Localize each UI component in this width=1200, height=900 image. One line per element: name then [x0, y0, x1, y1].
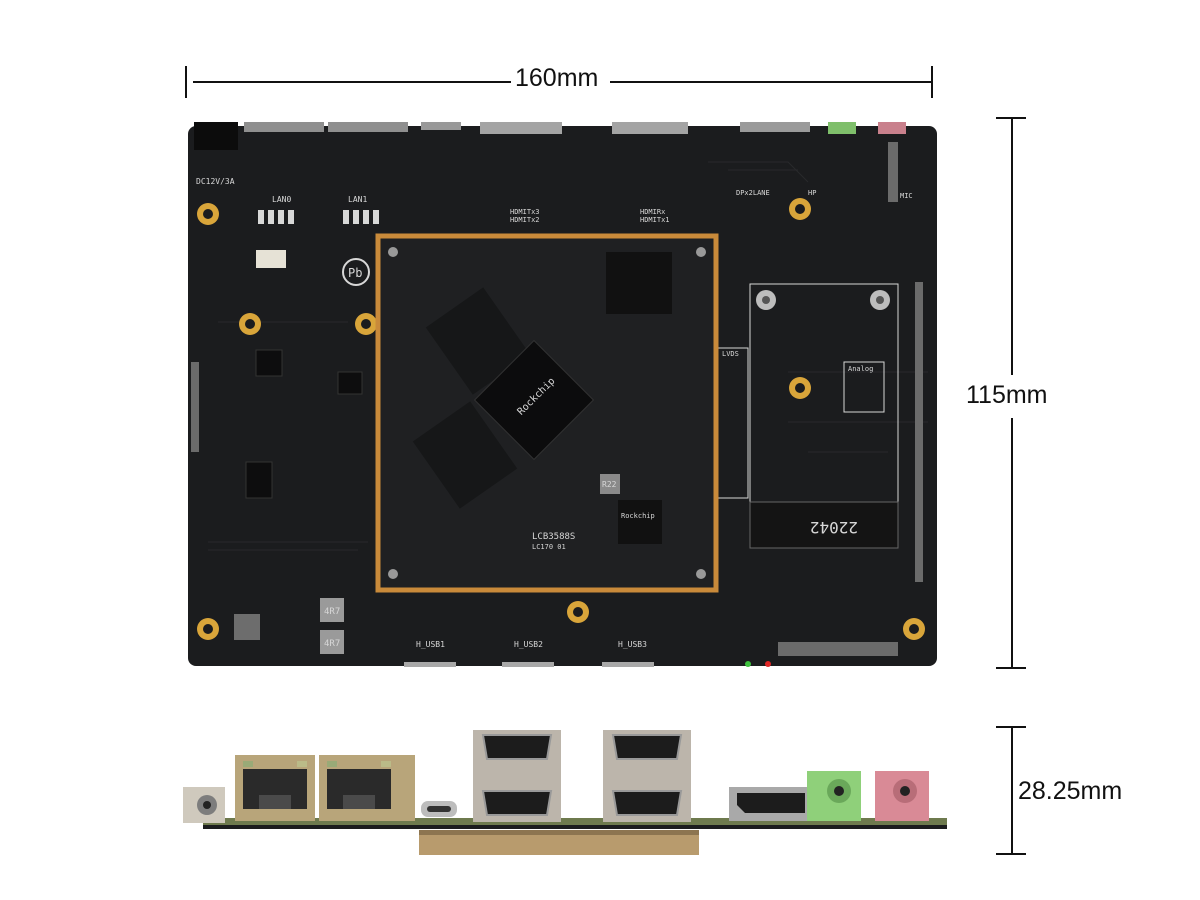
- usb-ports-bottom: [404, 662, 654, 667]
- silk-lan0: LAN0: [272, 195, 291, 204]
- width-label: 160mm: [511, 63, 603, 93]
- height-line-top: [1011, 118, 1013, 375]
- width-line-right: [610, 81, 932, 83]
- module-rev-text: LC170 01: [532, 543, 566, 551]
- power-ics: [245, 349, 363, 499]
- thickness-tick-bottom: [996, 853, 1026, 855]
- m2-slot: [749, 283, 899, 549]
- pb-free-mark: [342, 258, 370, 286]
- silk-hp: HP: [808, 189, 816, 197]
- silk-power-in: DC12V/3A: [196, 177, 235, 186]
- pcb-edge-dark: [203, 825, 947, 829]
- width-tick-right: [931, 66, 933, 98]
- dc-jack-top: [194, 122, 238, 150]
- silk-usb3: H_USB3: [618, 640, 647, 649]
- silk-usb1: H_USB1: [416, 640, 445, 649]
- lan1-port: [319, 755, 415, 821]
- usbc-port-top: [421, 122, 461, 130]
- thickness-line: [1011, 727, 1013, 854]
- trace-pattern: [208, 161, 928, 551]
- lan0-port: [235, 755, 315, 821]
- hdmi-stack-2-top: [612, 122, 688, 134]
- dp-port-top: [740, 122, 810, 132]
- board-top-view: 4R7 4R7 Pb DC12V/3A LAN0 LAN1 HDMITx3 HD…: [188, 122, 937, 667]
- led-green: [745, 661, 751, 667]
- inductor-label-2: 4R7: [324, 639, 340, 649]
- displayport-port: [729, 787, 813, 821]
- analog-title: Analog: [848, 365, 873, 373]
- width-line-left: [193, 81, 513, 83]
- width-tick-left: [185, 66, 187, 98]
- led-red: [765, 661, 771, 667]
- resistor-array: [258, 210, 379, 224]
- core-module: Rockchip Rockchip R22: [375, 233, 719, 593]
- silk-nvme-size: 22042: [810, 518, 858, 537]
- board-side-view: [183, 730, 947, 855]
- hp-jack-top: [828, 122, 856, 134]
- pcb-edge: [203, 818, 947, 828]
- pmic-brand-text: Rockchip: [621, 512, 655, 520]
- thickness-label: 28.25mm: [1014, 776, 1127, 806]
- height-line-bottom: [1011, 418, 1013, 668]
- hdmi-stack-1: [473, 730, 561, 822]
- r22-label: R22: [602, 480, 617, 489]
- module-name-text: LCB3588S: [532, 532, 575, 542]
- mic-jack: [875, 771, 929, 821]
- hp-jack: [807, 771, 861, 821]
- height-label: 115mm: [962, 380, 1052, 410]
- silk-mic: MIC: [900, 192, 913, 200]
- mounting-holes: [197, 198, 925, 640]
- silk-hdmi-tx3: HDMITx3: [510, 208, 540, 216]
- silk-hdmi-tx1: HDMITx1: [640, 216, 670, 224]
- height-tick-bottom: [996, 667, 1026, 669]
- lan0-port-top: [244, 122, 324, 132]
- inductors: [234, 598, 344, 654]
- pb-free-text: Pb: [348, 266, 362, 280]
- analog-table: [843, 361, 885, 413]
- silk-hdmi-tx2: HDMITx2: [510, 216, 540, 224]
- hdmi-stack-1-top: [480, 122, 562, 134]
- silk-lan1: LAN1: [348, 195, 367, 204]
- silk-hdmi-rx: HDMIRx: [640, 208, 665, 216]
- mic-jack-top: [878, 122, 906, 134]
- silk-usb2: H_USB2: [514, 640, 543, 649]
- inductor-label-1: 4R7: [324, 607, 340, 617]
- fan-connector: [256, 250, 286, 268]
- silk-dp-lane: DPx2LANE: [736, 189, 770, 197]
- lan1-port-top: [328, 122, 408, 132]
- pin-headers: [191, 142, 923, 656]
- hdmi-stack-2: [603, 730, 691, 822]
- lvds-title: LVDS: [722, 350, 739, 358]
